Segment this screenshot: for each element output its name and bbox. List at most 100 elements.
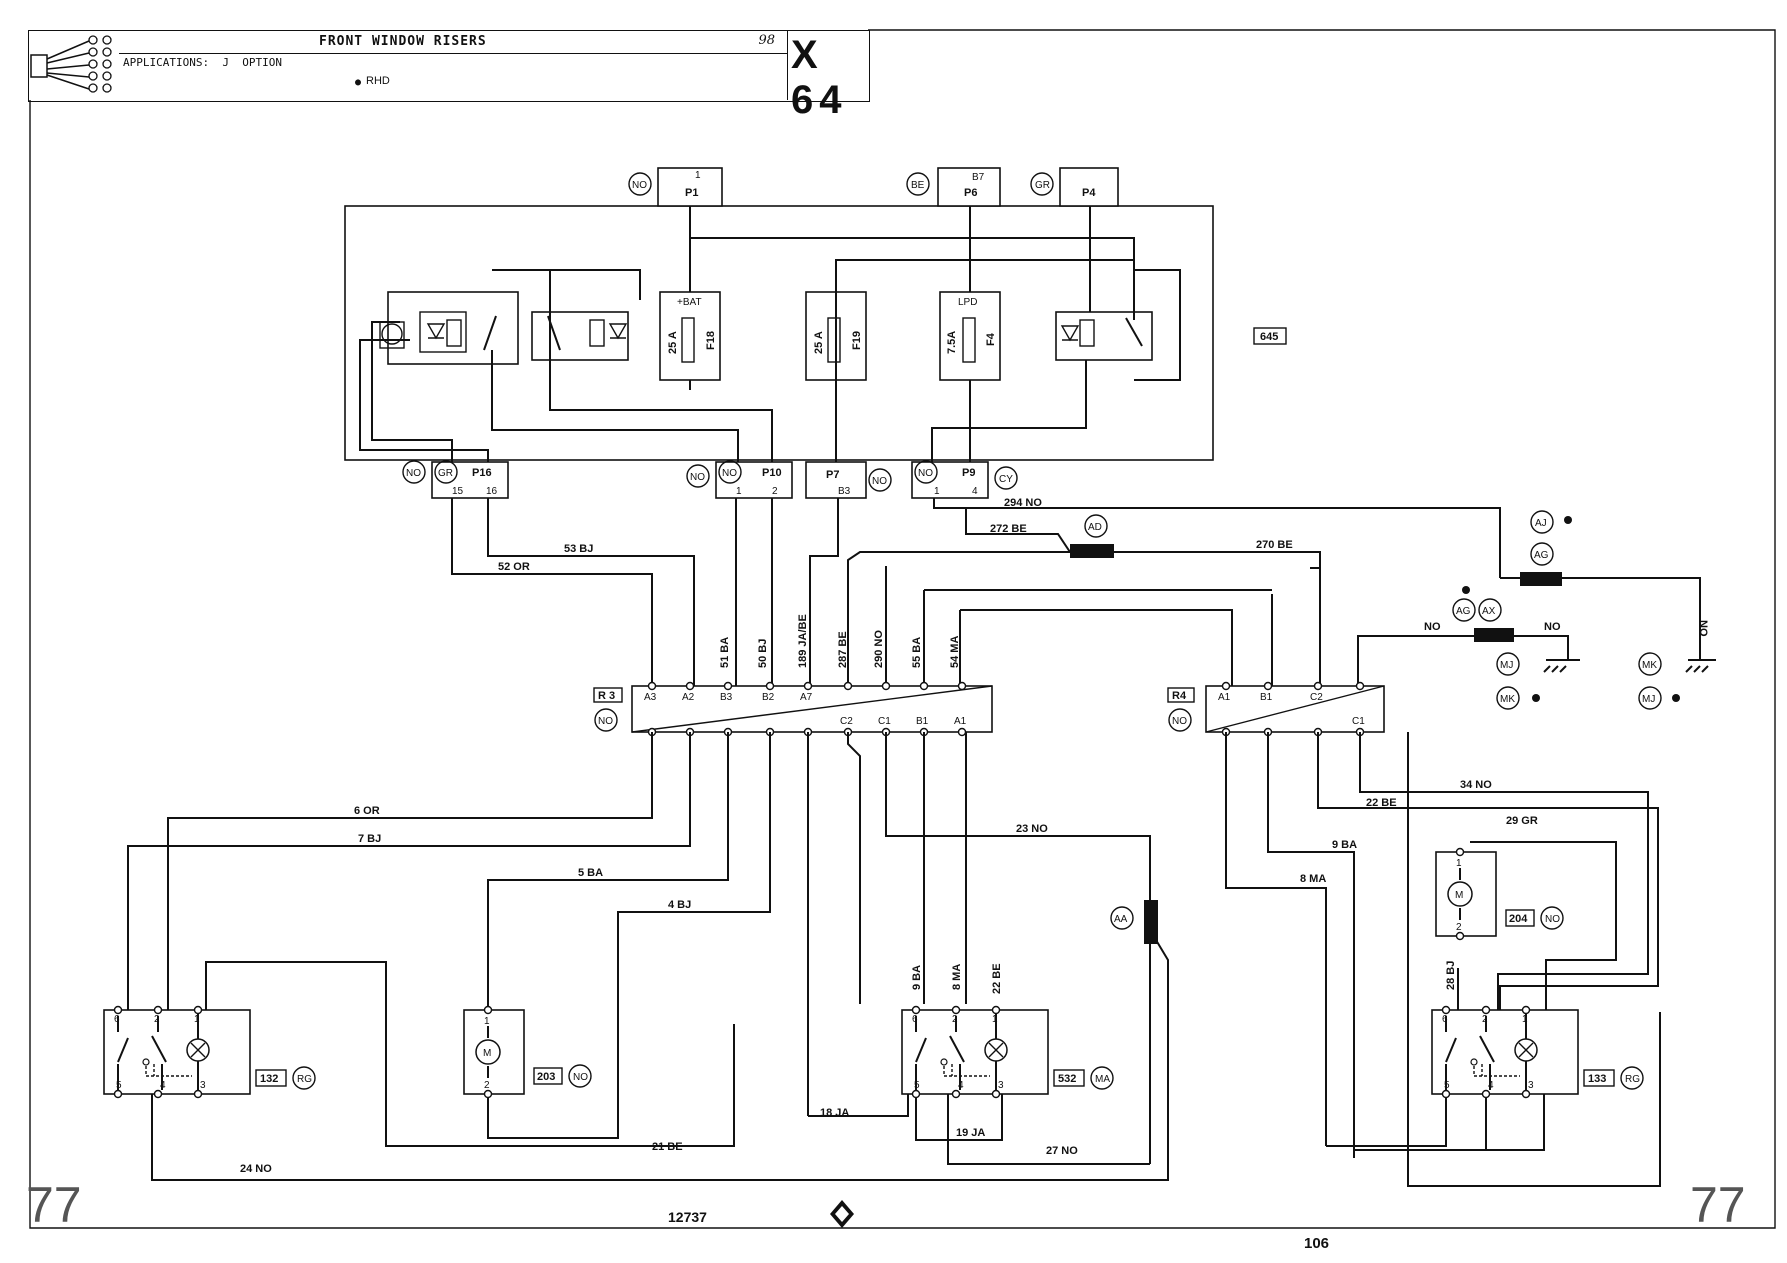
switch-pin: [991, 1089, 1001, 1099]
r3-top-pin-dot: [723, 681, 733, 691]
r3-top-pin-dot: [843, 681, 853, 691]
r3-top-pin-dot: [919, 681, 929, 691]
switch-pin: [1521, 1005, 1531, 1015]
r3-top-pin-dot: [803, 681, 813, 691]
svg-text:P9: P9: [962, 467, 975, 479]
svg-text:LPD: LPD: [958, 297, 977, 308]
component-color: NO: [1545, 914, 1560, 925]
switch-contact: [915, 1037, 927, 1063]
switch-contact: [1445, 1037, 1457, 1063]
r3-top-pin-label: B2: [762, 692, 775, 703]
svg-text:23 NO: 23 NO: [1016, 823, 1048, 835]
r4-top-pin-dot: [1221, 681, 1231, 691]
lower-connectors: NO GR P16 15 16 NO NO P10 1 2 P7 B3 NO N…: [402, 460, 1018, 499]
switch-pin: [113, 1005, 123, 1015]
model-code: X 64: [791, 33, 848, 122]
title-block: FRONT WINDOW RISERS 98 APPLICATIONS: J O…: [28, 30, 870, 122]
svg-text:290 NO: 290 NO: [873, 630, 885, 668]
rhd-note: RHD: [366, 75, 390, 87]
svg-text:25 A: 25 A: [813, 331, 825, 354]
svg-text:NO: NO: [918, 468, 933, 479]
motor-icon: [475, 1039, 501, 1065]
r3-top-pin-label: A2: [682, 692, 695, 703]
svg-text:R 3: R 3: [598, 690, 615, 702]
component-color-badge: [292, 1066, 316, 1090]
svg-text:P4: P4: [1082, 187, 1096, 199]
component-code-box: [1053, 1069, 1085, 1087]
switch-contact-point: [142, 1058, 150, 1066]
switch-pin: [193, 1089, 203, 1099]
svg-text:9 BA: 9 BA: [911, 965, 923, 990]
svg-text:55 BA: 55 BA: [911, 637, 923, 668]
switch-pin-label: 3: [998, 1080, 1004, 1091]
svg-text:22 BE: 22 BE: [1366, 797, 1397, 809]
motor-pin: [1455, 931, 1465, 941]
svg-text:+BAT: +BAT: [677, 297, 702, 308]
svg-text:NO: NO: [1697, 620, 1709, 637]
svg-text:AD: AD: [1088, 522, 1102, 533]
svg-text:NO: NO: [598, 716, 613, 727]
switch-pin: [1521, 1089, 1531, 1099]
svg-text:287 BE: 287 BE: [837, 631, 849, 668]
drawing-number: 12737: [668, 1209, 707, 1225]
r3-top-pin-dot: [647, 681, 657, 691]
svg-text:MK: MK: [1642, 660, 1657, 671]
switch-link: [145, 1064, 192, 1077]
svg-text:MK: MK: [1500, 694, 1515, 705]
wires-upper: 294 NO 272 BE 270 BE 53 BJ 52 OR 51 BA 5…: [451, 497, 1716, 710]
svg-text:NO: NO: [690, 472, 705, 483]
switch-pin: [113, 1089, 123, 1099]
svg-text:B7: B7: [972, 172, 985, 183]
svg-text:R4: R4: [1172, 690, 1187, 702]
svg-text:F19: F19: [851, 331, 863, 350]
svg-text:BE: BE: [911, 180, 925, 191]
svg-text:F18: F18: [705, 331, 717, 350]
switch-body: [1431, 1009, 1579, 1095]
motor-pin-label: 1: [484, 1016, 490, 1027]
switch-pin: [1481, 1089, 1491, 1099]
svg-text:P16: P16: [472, 467, 492, 479]
switch-lead: [1485, 1016, 1491, 1090]
svg-text:50 BJ: 50 BJ: [757, 639, 769, 668]
r3-bottom-pin-label: C1: [878, 716, 891, 727]
svg-text:1: 1: [695, 170, 701, 181]
switch-contact-point: [940, 1058, 948, 1066]
motor-pin-label: 2: [1456, 922, 1462, 933]
component-color: RG: [1625, 1074, 1640, 1085]
svg-text:29 GR: 29 GR: [1506, 815, 1538, 827]
lamp-icon-cross: [988, 1042, 1004, 1058]
applications-text: APPLICATIONS: J OPTION: [123, 56, 282, 69]
unit-645: 1 P1 NO B7 P6 BE P4 GR +BAT 25 A F18 25 …: [344, 167, 1287, 462]
switch-link: [1473, 1064, 1520, 1077]
r3-top-pin-label: A7: [800, 692, 813, 703]
motor-pin: [483, 1005, 493, 1015]
switch-pin-label: 3: [200, 1080, 206, 1091]
rhd-bullet-icon: ●: [355, 77, 362, 88]
switch-contact: [1479, 1035, 1495, 1063]
motor-symbol: M: [1455, 890, 1463, 901]
r3-top-pin-dot: [765, 681, 775, 691]
r3-top-pin-dot: [957, 681, 967, 691]
svg-text:NO: NO: [406, 468, 421, 479]
motor-symbol: M: [483, 1048, 491, 1059]
r4-bottom-pin-label: C1: [1352, 716, 1365, 727]
page-frame: [29, 29, 1776, 1229]
svg-text:1: 1: [736, 486, 742, 497]
component-color-badge: [1090, 1066, 1114, 1090]
r3-bottom-pin-label: B1: [916, 716, 929, 727]
motor-pin: [483, 1089, 493, 1099]
svg-text:F4: F4: [985, 332, 997, 346]
switch-contact: [117, 1037, 129, 1063]
switch-contact: [949, 1035, 965, 1063]
svg-text:270 BE: 270 BE: [1256, 539, 1293, 551]
switch-lead: [955, 1016, 961, 1090]
svg-text:GR: GR: [1035, 180, 1050, 191]
component-color-badge: [1620, 1066, 1644, 1090]
r3-top-pin-label: B3: [720, 692, 733, 703]
component-code: 532: [1058, 1073, 1076, 1085]
